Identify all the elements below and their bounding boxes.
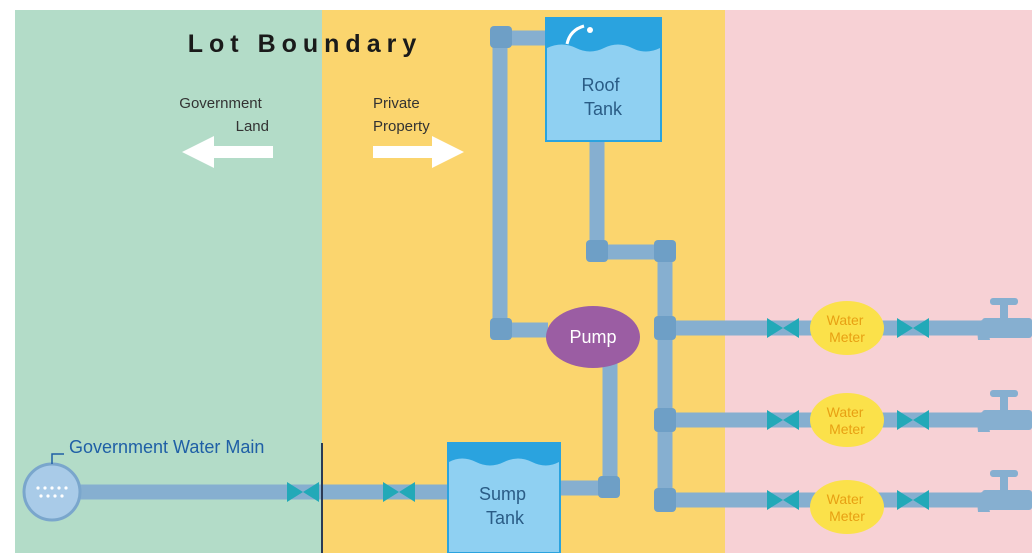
tap-icon — [977, 298, 1032, 340]
lot-boundary-title: Lot Boundary — [188, 30, 423, 58]
valve-icon — [767, 318, 799, 338]
pump-body — [546, 306, 640, 368]
left-arrow — [182, 136, 273, 168]
valve-icon — [897, 490, 929, 510]
valve-icon — [897, 410, 929, 430]
pipe-elbow — [598, 476, 620, 498]
valve-icon — [767, 490, 799, 510]
valve-icon — [767, 410, 799, 430]
water-main-leader-line — [51, 453, 64, 464]
right-arrow — [373, 136, 464, 168]
government-water-main: Government Water Main — [22, 437, 264, 522]
water-meter-label: Water Meter — [827, 491, 868, 524]
sump-tank-label: Sump Tank — [479, 484, 531, 528]
water-meter-label: Water Meter — [827, 312, 868, 345]
water-splash-icon — [565, 24, 585, 45]
valve-icon — [897, 318, 929, 338]
water-main-dots — [36, 486, 68, 498]
pipe-elbow — [490, 318, 512, 340]
water-meter-label: Water Meter — [827, 404, 868, 437]
water-main-label: Government Water Main — [69, 437, 264, 457]
pipe-joints — [490, 26, 676, 512]
pump: Pump — [546, 306, 640, 368]
residence-zone — [725, 10, 1032, 553]
roof-tank-outlet-pipe — [589, 140, 673, 500]
water-meter-1: Water Meter — [810, 301, 884, 355]
roof-tank-label: Roof Tank — [581, 75, 624, 119]
tap-icon — [977, 470, 1032, 512]
government-land-label: Government Land — [179, 95, 269, 135]
water-meter-2: Water Meter — [810, 393, 884, 447]
pipe-tee — [654, 316, 676, 340]
pipe-elbow — [654, 488, 676, 512]
roof-tank: Roof Tank — [545, 17, 662, 142]
pipe-tee — [654, 408, 676, 432]
roof-tank-water-surface — [547, 19, 660, 52]
valves — [287, 318, 929, 510]
sump-tank: Sump Tank — [447, 442, 561, 553]
valve-icon — [287, 482, 319, 502]
water-main-pipe-end — [22, 462, 82, 522]
pipe-elbow — [490, 26, 512, 48]
sump-tank-water-surface — [449, 444, 559, 466]
private-property-label: Private Property — [373, 95, 430, 135]
pipe-elbow — [654, 240, 676, 262]
water-meter-3: Water Meter — [810, 480, 884, 534]
government-land-zone — [15, 10, 322, 553]
taps — [977, 298, 1032, 512]
pipe-elbow — [586, 240, 608, 262]
pump-label: Pump — [569, 327, 616, 347]
valve-icon — [383, 482, 415, 502]
tap-icon — [977, 390, 1032, 432]
